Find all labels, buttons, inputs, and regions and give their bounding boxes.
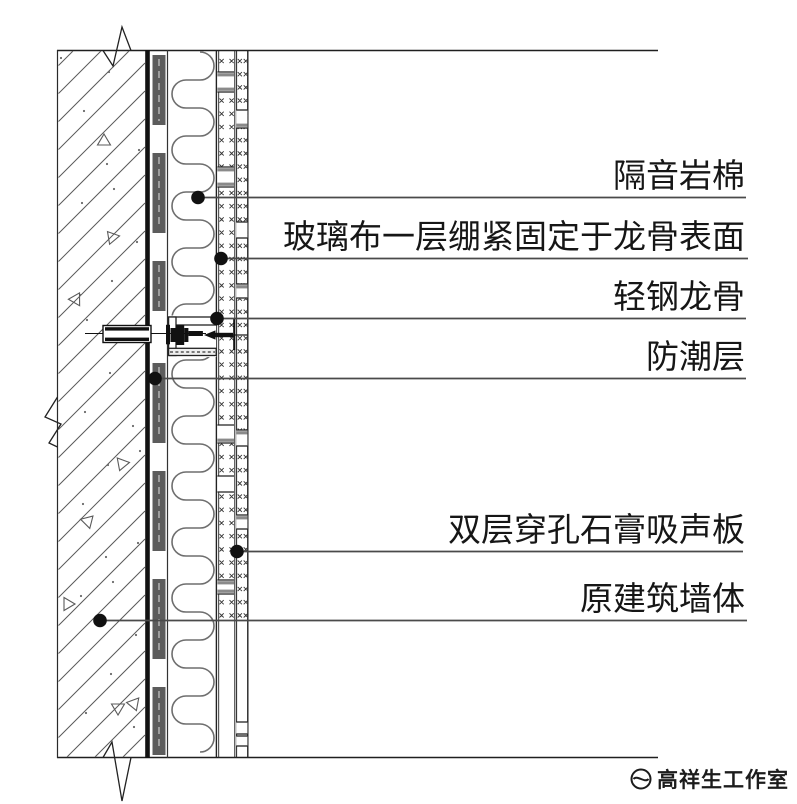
bolt-nut-left bbox=[170, 328, 176, 342]
fixings-layer bbox=[85, 71, 248, 747]
moisture-strip-segments bbox=[152, 55, 166, 755]
leader-lines bbox=[93, 190, 748, 628]
leader-dot-steel-keel bbox=[210, 311, 224, 326]
anchor-thread-bottom bbox=[105, 337, 149, 341]
wall-face-thick-line bbox=[145, 50, 150, 758]
left-break-mark bbox=[44, 396, 62, 448]
label-moisture-barrier: 防潮层 bbox=[646, 337, 745, 376]
bolt-washer bbox=[166, 324, 170, 345]
leader-dot-original-wall bbox=[93, 613, 107, 628]
studio-logo-icon bbox=[630, 768, 652, 790]
anchor-thread-top bbox=[105, 327, 149, 331]
top-break-mark bbox=[102, 24, 132, 68]
label-rock-wool: 隔音岩棉 bbox=[613, 156, 745, 195]
label-glass-cloth: 玻璃布一层绷紧固定于龙骨表面 bbox=[283, 217, 745, 256]
bolt-nut-right bbox=[184, 328, 189, 342]
bolt-shaft-stub bbox=[188, 331, 203, 336]
break-marks bbox=[44, 24, 132, 802]
leader-dot-moisture-barrier bbox=[148, 371, 162, 386]
label-original-wall: 原建筑墙体 bbox=[580, 579, 745, 618]
label-steel-keel: 轻钢龙骨 bbox=[613, 277, 745, 316]
bolt-nut-middle bbox=[176, 325, 185, 345]
leader-dot-rock-wool bbox=[191, 190, 205, 205]
screw-arrow-head bbox=[204, 330, 216, 340]
watermark-text: 高祥生工作室 bbox=[657, 768, 789, 792]
leader-dot-glass-cloth bbox=[214, 251, 228, 266]
base-linework bbox=[56, 49, 658, 759]
screw-shaft bbox=[215, 332, 233, 338]
watermark: 高祥生工作室 bbox=[629, 764, 789, 794]
bottom-break-mark bbox=[102, 740, 132, 802]
label-gypsum-board: 双层穿孔石膏吸声板 bbox=[448, 510, 745, 549]
leader-dot-gypsum-board bbox=[230, 544, 244, 559]
